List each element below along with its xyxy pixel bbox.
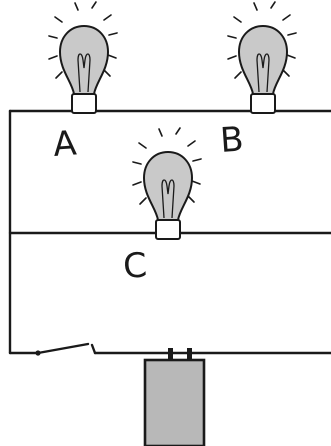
light-rays bbox=[132, 127, 202, 205]
bulb-glass bbox=[58, 24, 110, 95]
battery-body bbox=[143, 358, 206, 446]
bulb-glass bbox=[237, 24, 289, 95]
circuit-wires bbox=[8, 109, 331, 355]
bulb-base bbox=[155, 219, 181, 240]
light-rays bbox=[48, 1, 118, 79]
battery-terminal-right bbox=[187, 348, 192, 360]
bulb-filament bbox=[256, 53, 270, 93]
switch-lever bbox=[36, 342, 90, 355]
bulb-glass bbox=[142, 150, 194, 221]
bulb-c-label: C bbox=[122, 245, 148, 287]
switch bbox=[35, 342, 97, 356]
bulb-filament bbox=[77, 53, 91, 93]
bulb-base bbox=[250, 93, 276, 114]
bulb-b: B bbox=[219, 1, 297, 161]
bulb-a-label: A bbox=[52, 123, 78, 165]
bulb-filament bbox=[161, 179, 175, 219]
switch-contact bbox=[90, 343, 97, 355]
bulb-c: C bbox=[122, 127, 202, 287]
bulb-b-label: B bbox=[219, 119, 245, 161]
battery bbox=[143, 348, 206, 446]
bulb-base bbox=[71, 93, 97, 114]
bulb-a: A bbox=[48, 1, 118, 165]
battery-terminal-left bbox=[168, 348, 173, 360]
light-rays bbox=[227, 1, 297, 79]
